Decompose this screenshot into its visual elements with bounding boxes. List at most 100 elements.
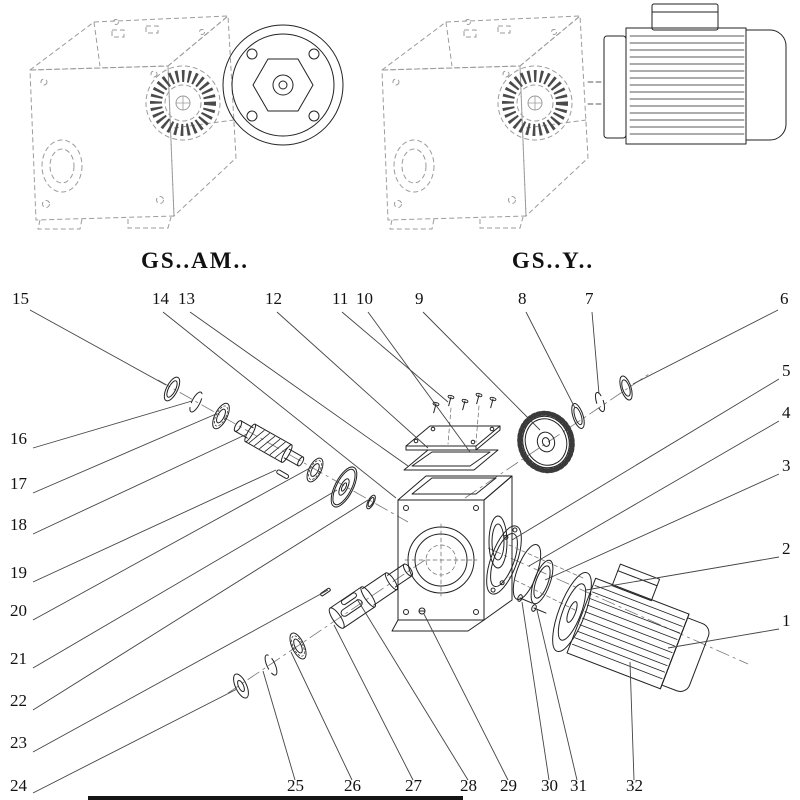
flange-bolt-hole (308, 110, 320, 122)
cover-screws (432, 392, 497, 445)
gear-oil-seal (619, 375, 633, 401)
callout-17-leader (32, 413, 217, 494)
callout-24-number: 24 (10, 776, 28, 795)
gear-housing (391, 475, 513, 632)
callout-15-number: 15 (12, 289, 29, 308)
callout-9-number: 9 (415, 289, 424, 308)
callout-8-number: 8 (518, 289, 527, 308)
motor-front-flange (603, 35, 627, 139)
exploded-view: 1234567891011121314151617181920212223242… (10, 289, 791, 795)
worm-thread-hatch (248, 430, 291, 458)
callout-15-leader (29, 309, 167, 386)
motor-side-opening (488, 515, 508, 569)
motor (603, 3, 787, 145)
callout-30-leader (521, 601, 550, 781)
callout-20-leader (32, 467, 311, 621)
output-circlip (264, 654, 278, 676)
motor-shaft-phantom (587, 81, 605, 105)
motor-exploded (552, 563, 710, 692)
worm-wheel-disc (330, 466, 358, 508)
flange-bolt-hole (246, 110, 258, 122)
output-shaft (328, 563, 414, 629)
callout-12-number: 12 (265, 289, 282, 308)
callout-19-leader (32, 469, 277, 583)
gear-circlip (594, 391, 606, 413)
callout-22-number: 22 (10, 691, 27, 710)
callout-13-leader (189, 311, 409, 467)
callout-20-number: 20 (10, 601, 27, 620)
spacer-ring (366, 494, 376, 510)
callout-25-number: 25 (287, 776, 304, 795)
flange-bolt-hole (246, 48, 258, 60)
motor-terminal-box (611, 563, 661, 602)
flange-hex-hub (252, 58, 314, 112)
assembly-view-gs-am: GS..AM.. (30, 16, 344, 273)
callout-21-leader (32, 489, 338, 669)
callout-11-leader (341, 311, 449, 403)
output-bearing (289, 632, 307, 660)
callout-10-number: 10 (356, 289, 373, 308)
input-circlip (189, 391, 203, 413)
callout-28-leader (356, 598, 469, 781)
callout-16-leader (32, 400, 193, 449)
callout-26-leader (290, 651, 353, 781)
mid-bearing (306, 457, 324, 483)
worm-shaft (233, 420, 305, 467)
callout-27-number: 27 (405, 776, 423, 795)
callout-28-number: 28 (460, 776, 477, 795)
callout-1-number: 1 (782, 611, 791, 630)
callout-18-number: 18 (10, 515, 27, 534)
assembly-view-gs-y: GS..Y.. (382, 3, 787, 273)
shaft-keyway (340, 599, 363, 617)
input-oil-seal (163, 376, 181, 402)
motor-cooling-fins (629, 35, 745, 135)
callout-18-leader (32, 433, 248, 535)
callout-29-leader (423, 613, 509, 781)
gear-axis-centerline (464, 371, 653, 499)
callout-5-number: 5 (782, 361, 791, 380)
callout-29-number: 29 (500, 776, 517, 795)
flange-bolt-hole (308, 48, 320, 60)
callout-11-number: 11 (332, 289, 348, 308)
callout-19-number: 19 (10, 563, 27, 582)
callout-3-number: 3 (782, 456, 791, 475)
callout-3-leader (544, 473, 780, 581)
bottom-edge-artifact (88, 796, 463, 800)
gearbox-housing-phantom (382, 16, 588, 229)
input-bearing (212, 402, 230, 430)
gearbox-housing-phantom (30, 16, 236, 229)
callout-12-leader (276, 311, 429, 449)
callout-2-number: 2 (782, 539, 791, 558)
callout-32-leader (629, 661, 635, 781)
callout-26-number: 26 (344, 776, 361, 795)
callout-31-number: 31 (570, 776, 587, 795)
callout-23-number: 23 (10, 733, 27, 752)
helical-gear (517, 410, 575, 474)
motor-shim (530, 559, 554, 605)
callout-27-leader (333, 624, 414, 781)
callout-17-number: 17 (10, 474, 28, 493)
output-seal-washer (233, 673, 249, 699)
callout-22-leader (32, 499, 369, 711)
callout-7-number: 7 (585, 289, 594, 308)
callout-13-number: 13 (178, 289, 195, 308)
motor-fan-cowl (745, 29, 787, 141)
callout-23-leader (32, 589, 329, 753)
output-axis-centerline (227, 559, 426, 694)
callout-24-leader (32, 688, 238, 794)
flange-screws (508, 544, 584, 614)
callout-1-leader (667, 628, 780, 649)
callout-14-number: 14 (152, 289, 170, 308)
motor-terminal-box (651, 3, 719, 31)
housing-foot (391, 619, 485, 632)
callout-6-number: 6 (780, 289, 789, 308)
callout-31-leader (536, 609, 578, 781)
view-label-gs-am: GS..AM.. (141, 248, 249, 273)
callout-7-leader (591, 311, 600, 395)
motor-cooling-fins (572, 585, 686, 680)
housing-cover (405, 425, 501, 451)
output-flange (222, 24, 344, 146)
motor-front-flange-face (552, 572, 592, 652)
